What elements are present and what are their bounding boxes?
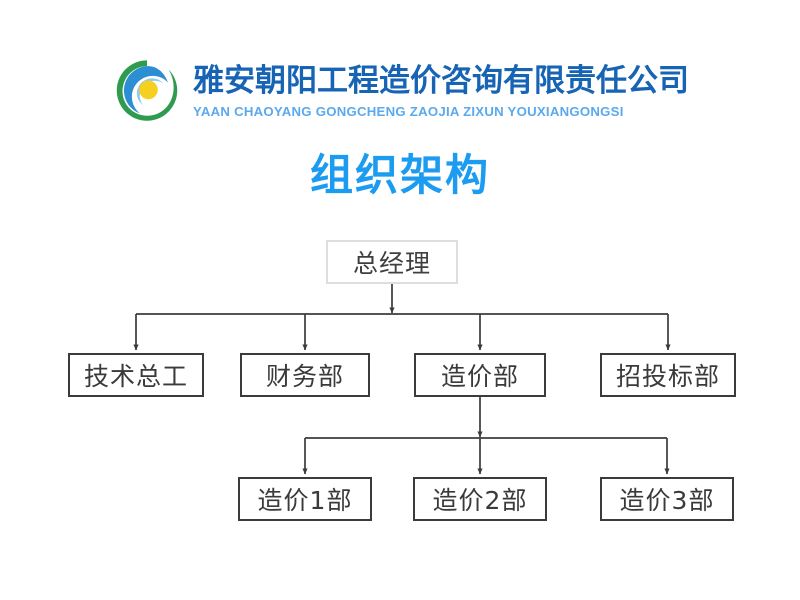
node-cost-department-3[interactable]: 造价3部 [600,477,734,521]
brand-header: 雅安朝阳工程造价咨询有限责任公司 YAAN CHAOYANG GONGCHENG… [0,52,800,132]
node-bidding-department[interactable]: 招投标部 [600,353,736,397]
node-cost-department-2[interactable]: 造价2部 [413,477,547,521]
company-logo-icon [111,56,183,128]
node-chief-engineer[interactable]: 技术总工 [68,353,204,397]
node-finance-department[interactable]: 财务部 [240,353,370,397]
node-cost-department[interactable]: 造价部 [414,353,546,397]
brand-text-block: 雅安朝阳工程造价咨询有限责任公司 YAAN CHAOYANG GONGCHENG… [193,63,689,120]
node-general-manager[interactable]: 总经理 [326,240,458,284]
page-title: 组织架构 [310,151,490,201]
company-name-pinyin: YAAN CHAOYANG GONGCHENG ZAOJIA ZIXUN YOU… [193,103,624,119]
company-name-cn: 雅安朝阳工程造价咨询有限责任公司 [193,63,689,100]
node-cost-department-1[interactable]: 造价1部 [238,477,372,521]
